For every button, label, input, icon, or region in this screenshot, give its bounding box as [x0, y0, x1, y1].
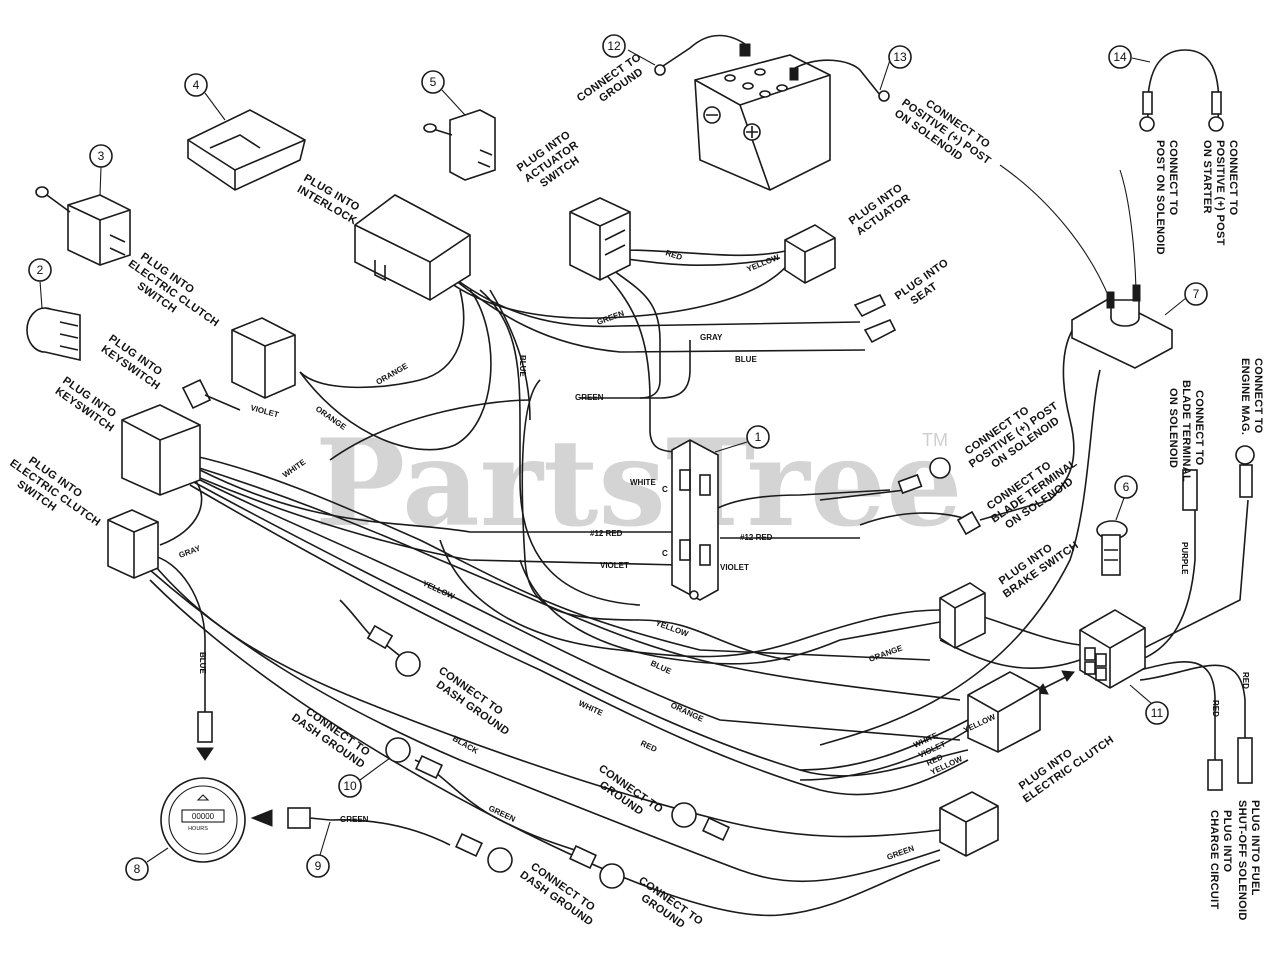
label-pos-starter-1: CONNECT TO [1227, 140, 1239, 216]
wire-label-violet-block-left: VIOLET [600, 561, 629, 570]
callout-2: 2 [37, 263, 44, 277]
diode-block-1 [671, 439, 719, 601]
interlock-module [187, 109, 306, 191]
callout-12: 12 [607, 39, 621, 53]
battery [654, 34, 890, 191]
clutch-switch-3 [35, 186, 131, 266]
wire-label-black: BLACK [451, 734, 480, 756]
label-blade-right-2: BLADE TERMINAL [1180, 380, 1192, 482]
connector-9 [250, 807, 331, 829]
brake-switch-plug [939, 582, 986, 649]
clutch-switch-plug-upper [231, 317, 296, 399]
wire-label-c-bottom: C [662, 549, 668, 558]
wire-label-red12-right: #12 RED [740, 533, 773, 542]
electric-clutch-plug-a [967, 671, 1041, 753]
label-charge-2: CHARGE CIRCUIT [1208, 810, 1220, 910]
label-post-solenoid-2: POST ON SOLENOID [1154, 140, 1166, 255]
keyswitch-small-plug [181, 378, 241, 411]
wire-label-blue-mid: BLUE [735, 355, 757, 364]
label-charge-1: PLUG INTO [1221, 810, 1233, 873]
hour-meter-digits: 00000 [192, 812, 215, 821]
wire-label-red-top: RED [664, 248, 683, 262]
label-clutch-top-2: ELECTRIC CLUTCH [126, 258, 221, 330]
wire-label-blue-low: BLUE [649, 659, 673, 677]
callout-4: 4 [193, 78, 200, 92]
callout-10: 10 [343, 779, 357, 793]
wire-label-yellow-low: YELLOW [654, 618, 690, 638]
ground-ring-bottom [569, 844, 625, 889]
interlock-plug [354, 194, 471, 301]
callout-3: 3 [98, 149, 105, 163]
wire-label-white-left: WHITE [281, 457, 308, 480]
ground-ring-dash-b [455, 832, 513, 873]
seat-plugs [853, 293, 897, 344]
keyswitch-2 [26, 307, 81, 362]
callout-11: 11 [1151, 706, 1164, 720]
wire-label-red-right-b: RED [1241, 672, 1250, 689]
wire-label-purple-right: PURPLE [1180, 542, 1189, 575]
label-blade-right-1: CONNECT TO [1193, 390, 1205, 466]
callouts: 12 13 14 4 5 3 2 1 7 6 11 10 [28, 34, 1208, 881]
wire-label-blue-left: BLUE [198, 652, 207, 674]
watermark-tm: TM [922, 430, 948, 450]
label-pos-starter-2: POSITIVE (+) POST [1214, 140, 1226, 246]
callout-5: 5 [430, 75, 437, 89]
wire-label-orange-right: ORANGE [868, 643, 905, 664]
label-clutch-left-2: ELECTRIC CLUTCH [7, 457, 102, 529]
clutch-switch-plug-left [107, 509, 159, 579]
right-terminals [1182, 445, 1255, 791]
ground-ring-10 [385, 737, 443, 780]
label-engine-mag-1: CONNECT TO [1252, 358, 1264, 434]
wire-label-c-top: C [662, 485, 668, 494]
hour-meter-unit: HOURS [188, 826, 208, 832]
wire-label-gray: GRAY [700, 333, 723, 342]
callout-14: 14 [1113, 50, 1127, 64]
label-fuel-2: SHUT-OFF SOLENOID [1236, 800, 1248, 921]
toggle-switch-5 [423, 109, 496, 181]
harness-wires [149, 164, 1249, 917]
wire-label-white-block: WHITE [630, 478, 656, 487]
wire-label-red12-left: #12 RED [590, 529, 623, 538]
wire-label-white-low: WHITE [577, 699, 605, 718]
wire-label-orange-low: ORANGE [669, 701, 705, 724]
actuator-plug [784, 224, 836, 284]
blade-terminal-mid [956, 510, 982, 536]
wire-label-gray-left: GRAY [178, 544, 203, 560]
solenoid-7 [1071, 284, 1173, 369]
label-fuel-1: PLUG INTO FUEL [1249, 800, 1261, 896]
wire-label-green-bottom-a: GREEN [340, 815, 369, 824]
blue-wire-connector [196, 711, 214, 761]
actuator-switch-plug [569, 197, 631, 281]
ground-ring-dash-a [366, 624, 421, 677]
callout-9: 9 [315, 859, 322, 873]
callout-13: 13 [893, 50, 907, 64]
hour-meter-8: 00000 HOURS [160, 777, 246, 863]
label-engine-mag-2: ENGINE MAG. [1239, 358, 1251, 435]
watermark: PartsTree [315, 413, 962, 554]
label-post-solenoid-1: CONNECT TO [1167, 140, 1179, 216]
ground-ring-mid [671, 802, 730, 842]
switch-6 [1096, 520, 1128, 576]
cable-14 [1139, 49, 1224, 132]
keyswitch-main-plug [121, 404, 201, 496]
double-arrow-icon [1035, 670, 1075, 695]
callout-8: 8 [134, 862, 141, 876]
label-pos-starter-3: ON STARTER [1201, 140, 1213, 214]
callout-1: 1 [755, 430, 762, 444]
terminal-ring-mid [819, 457, 951, 501]
wire-label-violet-block-right: VIOLET [720, 563, 749, 572]
callout-7: 7 [1193, 287, 1200, 301]
label-blade-right-3: ON SOLENOID [1167, 388, 1179, 468]
wire-label-violet-left: VIOLET [249, 403, 279, 419]
wire-label-green-mid: GREEN [575, 393, 604, 402]
callout-6: 6 [1123, 480, 1130, 494]
wire-label-blue-vert: BLUE [518, 355, 527, 377]
wire-label-red-right-a: RED [1211, 700, 1220, 717]
wire-label-red-low: RED [639, 739, 658, 754]
wire-label-yellow-mid: YELLOW [421, 579, 456, 602]
electric-clutch-plug-b [939, 791, 999, 857]
connector-11 [1079, 609, 1146, 689]
wire-label-green-top: GREEN [596, 309, 626, 327]
